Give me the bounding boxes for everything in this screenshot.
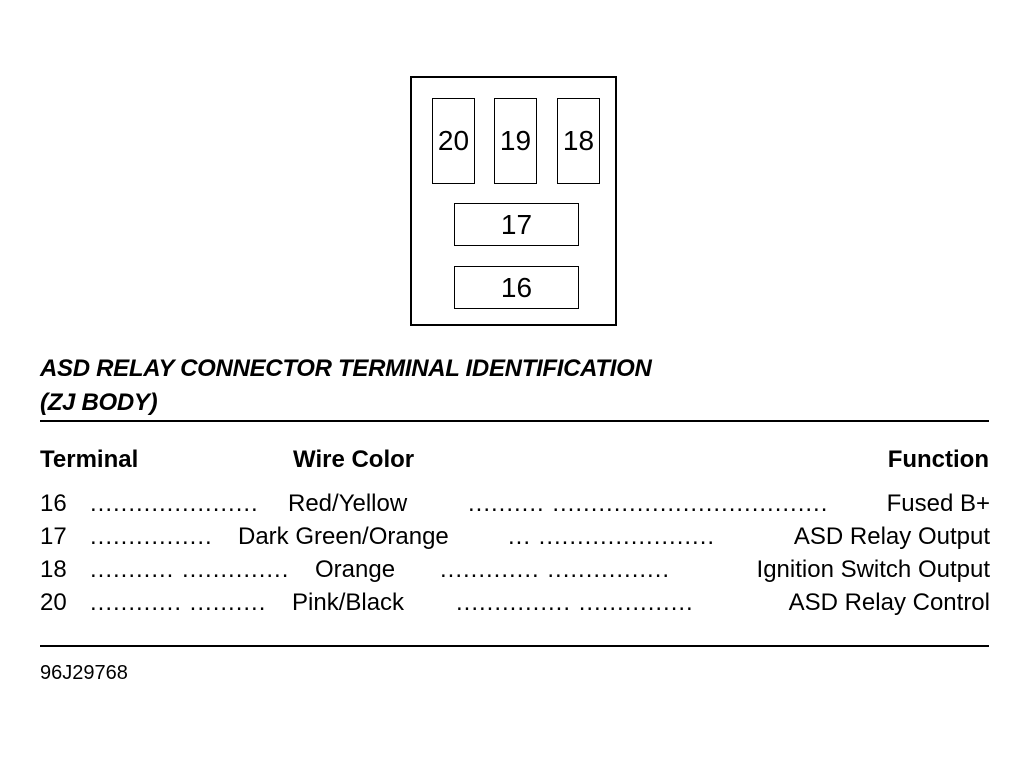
row-wire-color: Pink/Black [292,589,405,616]
terminal-20-label: 20 [437,125,470,156]
row-leader-dots: ...................... [90,490,259,517]
table-row: 20 ............ .......... Pink/Black ..… [40,589,990,621]
row-leader-dots: .......... .............................… [468,490,829,517]
row-leader-dots: ... ....................... [508,523,716,550]
title-line-1: ASD RELAY CONNECTOR TERMINAL IDENTIFICAT… [40,355,652,382]
terminal-19-cavity: 19 [494,98,537,184]
row-function: Ignition Switch Output [756,556,990,583]
terminal-17-label: 17 [500,208,533,240]
table-row: 16 ...................... Red/Yellow ...… [40,490,990,522]
terminal-16-cavity: 16 [454,266,579,309]
row-function: Fused B+ [886,490,990,517]
terminal-16-label: 16 [500,271,533,303]
figure-id: 96J29768 [40,662,128,684]
row-terminal: 17 [40,523,67,550]
terminal-18-cavity: 18 [557,98,600,184]
row-wire-color: Red/Yellow [288,490,408,517]
row-leader-dots: ............. ................ [440,556,671,583]
table-row: 18 ........... .............. Orange ...… [40,556,990,588]
row-function: ASD Relay Output [793,523,990,550]
row-terminal: 16 [40,490,67,517]
diagram-title: ASD RELAY CONNECTOR TERMINAL IDENTIFICAT… [40,352,652,420]
terminal-19-label: 19 [499,125,532,156]
row-terminal: 20 [40,589,67,616]
title-line-2: (ZJ BODY) [40,389,158,416]
header-function: Function [887,446,989,473]
table-top-rule [40,420,989,422]
row-leader-dots: ................ [90,523,213,550]
terminal-17-cavity: 17 [454,203,579,246]
header-terminal: Terminal [40,446,139,473]
row-leader-dots: ............... ............... [456,589,694,616]
row-wire-color: Orange [315,556,396,583]
row-leader-dots: ............ .......... [90,589,267,616]
terminal-18-label: 18 [562,125,595,156]
row-leader-dots: ........... .............. [90,556,290,583]
row-function: ASD Relay Control [788,589,990,616]
table-bottom-rule [40,645,989,647]
relay-connector-diagram: 20 19 18 17 16 [410,76,617,326]
row-wire-color: Dark Green/Orange [238,523,449,550]
terminal-20-cavity: 20 [432,98,475,184]
table-row: 17 ................ Dark Green/Orange ..… [40,523,990,555]
header-wire-color: Wire Color [293,446,415,473]
row-terminal: 18 [40,556,67,583]
